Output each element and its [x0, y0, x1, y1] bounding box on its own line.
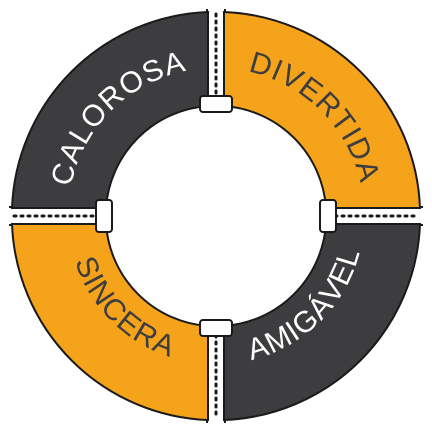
- segment-amigavel: AMIGÁVEL: [223, 223, 422, 422]
- segment-sincera: SINCERA: [10, 223, 209, 422]
- connector-tabs: [95, 95, 337, 337]
- segment-divertida: DIVERTIDA: [223, 10, 422, 209]
- segment-calorosa: CALOROSA: [10, 10, 209, 209]
- divider-dots: [12, 12, 420, 420]
